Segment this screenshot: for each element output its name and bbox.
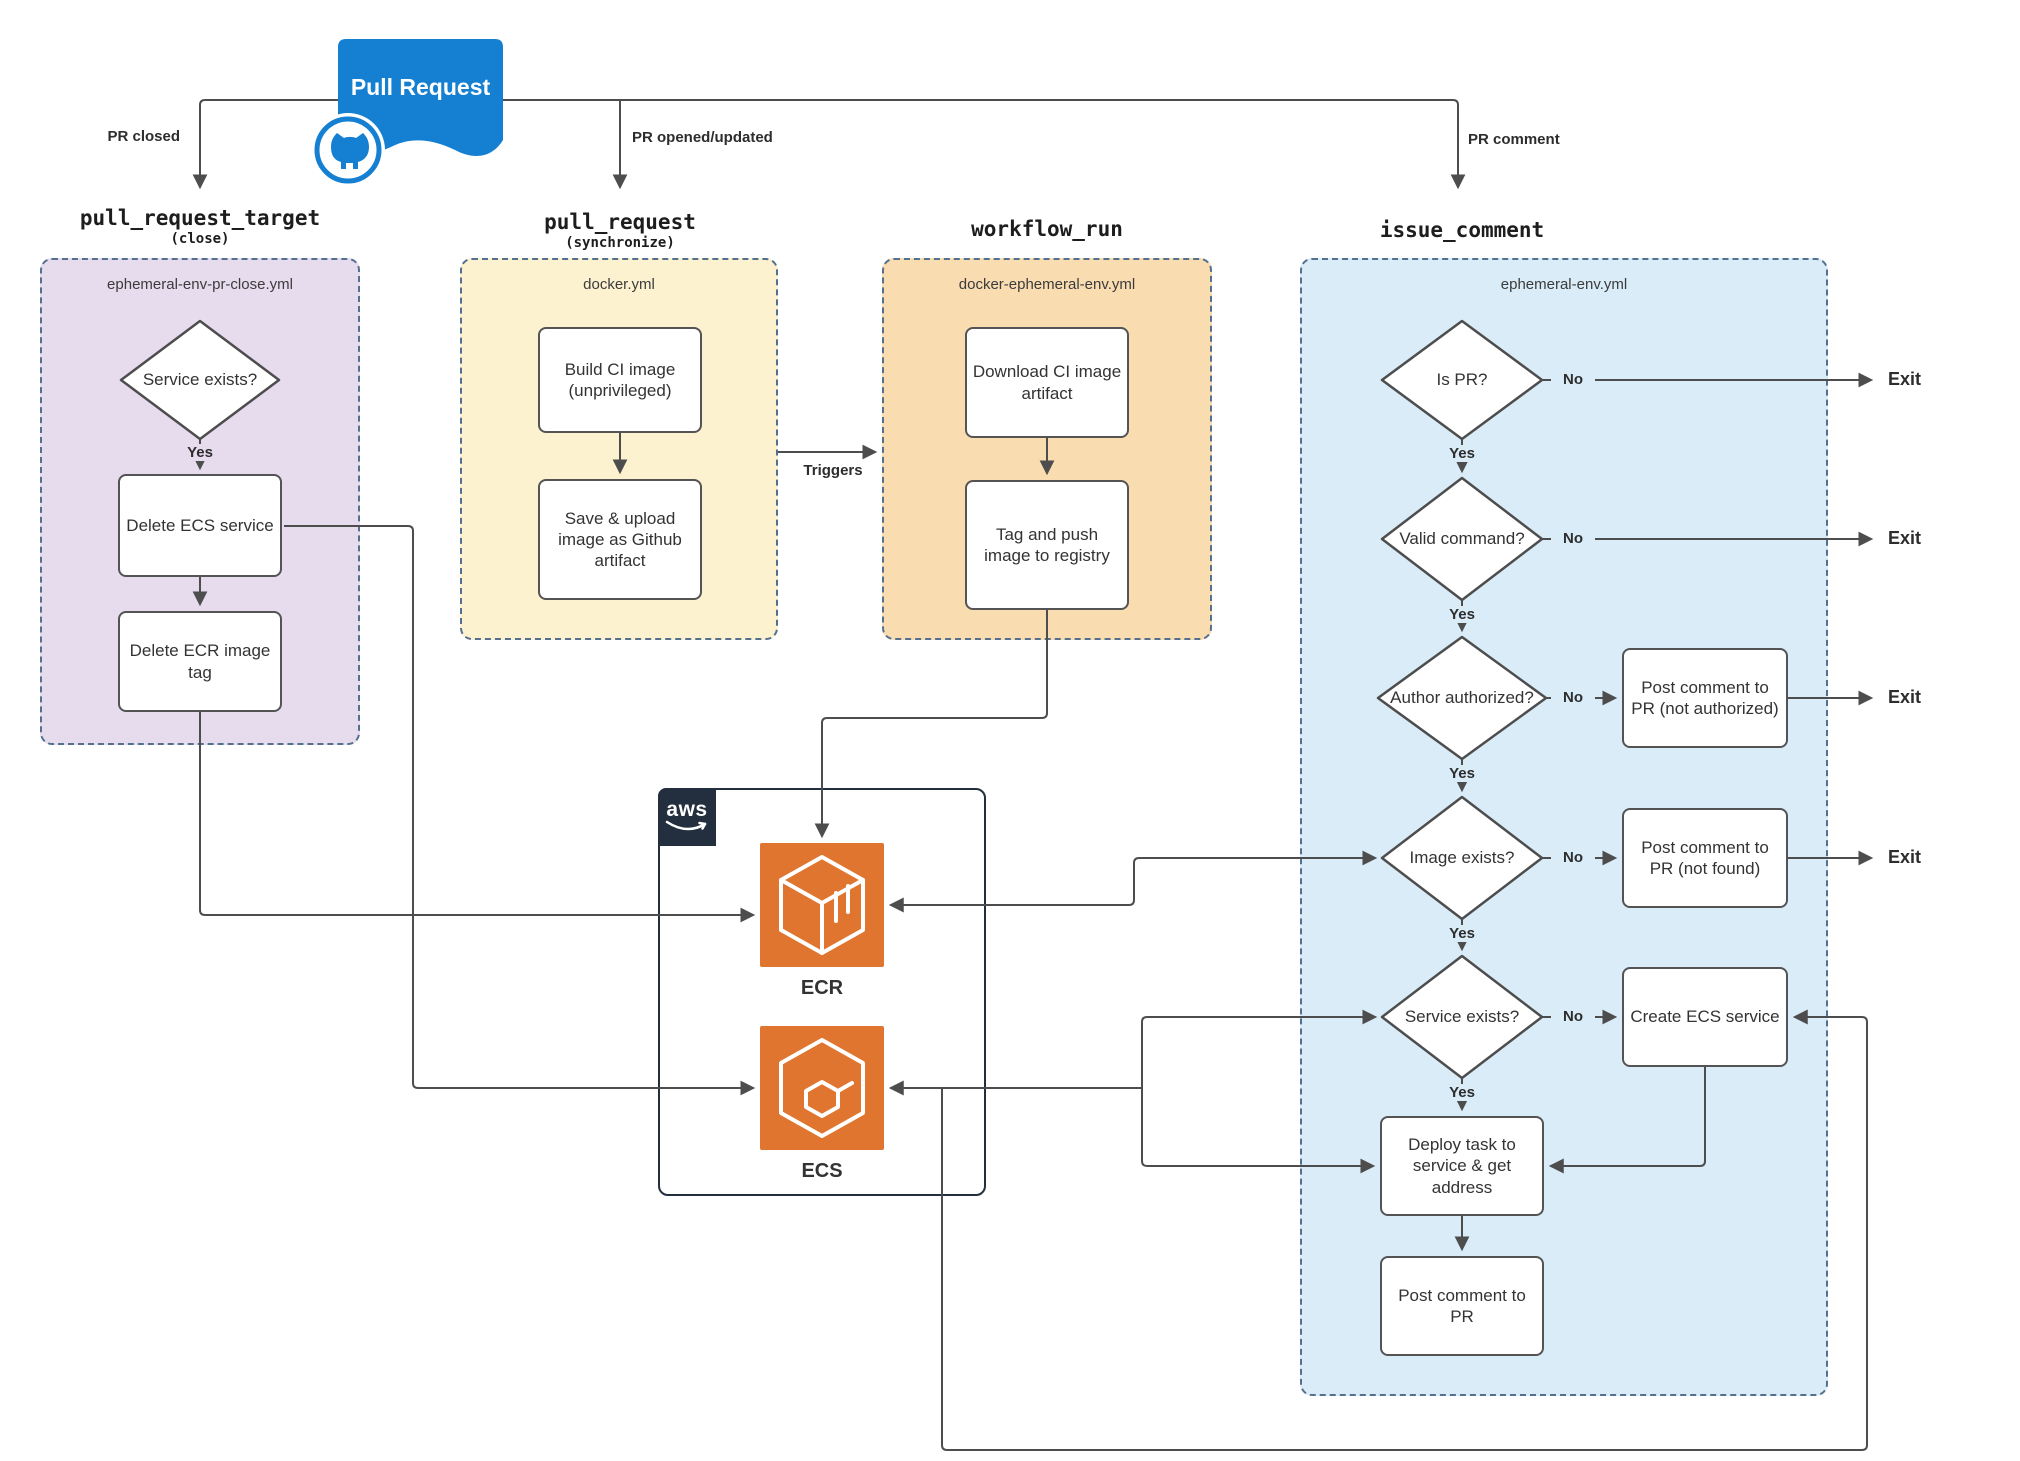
edge-tagpush-to-ecr bbox=[814, 610, 1048, 839]
decision-author-authorized: Author authorized? bbox=[1390, 687, 1534, 707]
label-yes-ispr: Yes bbox=[1440, 445, 1484, 462]
file-ephemeral-env: ephemeral-env.yml bbox=[1500, 276, 1628, 293]
title-pull-request-target: pull_request_target bbox=[79, 206, 321, 230]
diamond-service-exists[interactable] bbox=[1380, 954, 1544, 1080]
node-tag-push-registry[interactable]: Tag and push image to registry bbox=[965, 480, 1129, 610]
edge-delete-ecr-to-ecr-service bbox=[199, 712, 756, 923]
node-download-ci-artifact[interactable]: Download CI image artifact bbox=[965, 327, 1129, 438]
edge-create-to-deploy bbox=[1548, 1067, 1706, 1174]
label-ecs: ECS bbox=[801, 1160, 843, 1182]
label-pr-comment: PR comment bbox=[1468, 131, 1560, 148]
label-no-ispr: No bbox=[1551, 371, 1595, 388]
diamond-author-authorized[interactable] bbox=[1376, 635, 1548, 761]
label-pr-opened: PR opened/updated bbox=[632, 129, 773, 146]
edge-ecr-image-exists bbox=[888, 850, 1378, 913]
github-icon bbox=[311, 113, 385, 187]
label-no-valid: No bbox=[1551, 530, 1595, 547]
node-deploy-task[interactable]: Deploy task to service & get address bbox=[1380, 1116, 1544, 1216]
file-ephemeral-env-pr-close: ephemeral-env-pr-close.yml bbox=[107, 276, 293, 293]
pull-request-ribbon[interactable] bbox=[338, 39, 503, 156]
decision-valid-command: Valid command? bbox=[1399, 528, 1525, 548]
decision-close-service-exists: Service exists? bbox=[142, 369, 258, 389]
node-post-not-authorized[interactable]: Post comment to PR (not authorized) bbox=[1622, 648, 1788, 748]
aws-smile-icon bbox=[665, 820, 707, 830]
edge-loop-to-create-ecs bbox=[941, 1009, 1868, 1451]
aws-logo-text: aws bbox=[666, 797, 708, 821]
file-docker-ephemeral-env: docker-ephemeral-env.yml bbox=[958, 276, 1136, 293]
diamond-image-exists[interactable] bbox=[1380, 795, 1544, 921]
label-pr-closed: PR closed bbox=[107, 128, 180, 145]
label-exit-image: Exit bbox=[1888, 847, 1922, 867]
title-workflow-run: workflow_run bbox=[971, 217, 1123, 241]
node-save-upload-artifact[interactable]: Save & upload image as Github artifact bbox=[538, 479, 702, 600]
diamond-close-service-exists[interactable] bbox=[119, 319, 281, 441]
label-exit-ispr: Exit bbox=[1888, 369, 1922, 389]
label-yes-author: Yes bbox=[1440, 765, 1484, 782]
ecs-icon[interactable] bbox=[760, 1026, 884, 1150]
label-no-service: No bbox=[1551, 1008, 1595, 1025]
node-post-comment[interactable]: Post comment to PR bbox=[1380, 1256, 1544, 1356]
edge-delete-ecs-to-ecs-service bbox=[284, 525, 756, 1096]
edge-pr-closed bbox=[192, 99, 342, 190]
subtitle-close: (close) bbox=[170, 231, 230, 247]
label-triggers: Triggers bbox=[790, 462, 876, 479]
node-delete-ecr-image-tag[interactable]: Delete ECR image tag bbox=[118, 611, 282, 712]
subtitle-synchronize: (synchronize) bbox=[565, 235, 675, 251]
title-pull-request: pull_request bbox=[544, 210, 696, 234]
label-exit-valid: Exit bbox=[1888, 528, 1922, 548]
label-yes-image: Yes bbox=[1440, 925, 1484, 942]
label-ecr: ECR bbox=[800, 977, 844, 999]
diamond-valid-command[interactable] bbox=[1380, 476, 1544, 602]
edge-junction-to-service-exists bbox=[1141, 1009, 1378, 1088]
label-no-image: No bbox=[1551, 849, 1595, 866]
label-exit-author: Exit bbox=[1888, 687, 1922, 707]
label-yes-valid: Yes bbox=[1440, 606, 1484, 623]
label-no-author: No bbox=[1551, 689, 1595, 706]
edge-pr-comment bbox=[503, 99, 1466, 190]
node-build-ci-image[interactable]: Build CI image (unprivileged) bbox=[538, 327, 702, 433]
file-docker-yml: docker.yml bbox=[583, 276, 655, 293]
node-create-ecs-service[interactable]: Create ECS service bbox=[1622, 967, 1788, 1067]
label-yes-service: Yes bbox=[1440, 1084, 1484, 1101]
diamond-is-pr[interactable] bbox=[1380, 319, 1544, 441]
label-yes-close: Yes bbox=[178, 444, 222, 461]
title-issue-comment: issue_comment bbox=[1379, 218, 1545, 242]
ribbon-label: Pull Request bbox=[350, 74, 491, 100]
aws-logo: aws bbox=[658, 788, 716, 846]
decision-is-pr: Is PR? bbox=[1436, 369, 1488, 389]
ecr-icon[interactable] bbox=[760, 843, 884, 967]
decision-service-exists: Service exists? bbox=[1404, 1006, 1520, 1026]
node-delete-ecs-service[interactable]: Delete ECS service bbox=[118, 474, 282, 577]
decision-image-exists: Image exists? bbox=[1409, 847, 1515, 867]
node-post-not-found[interactable]: Post comment to PR (not found) bbox=[1622, 808, 1788, 908]
edge-junction-to-deploy bbox=[1141, 1088, 1376, 1174]
